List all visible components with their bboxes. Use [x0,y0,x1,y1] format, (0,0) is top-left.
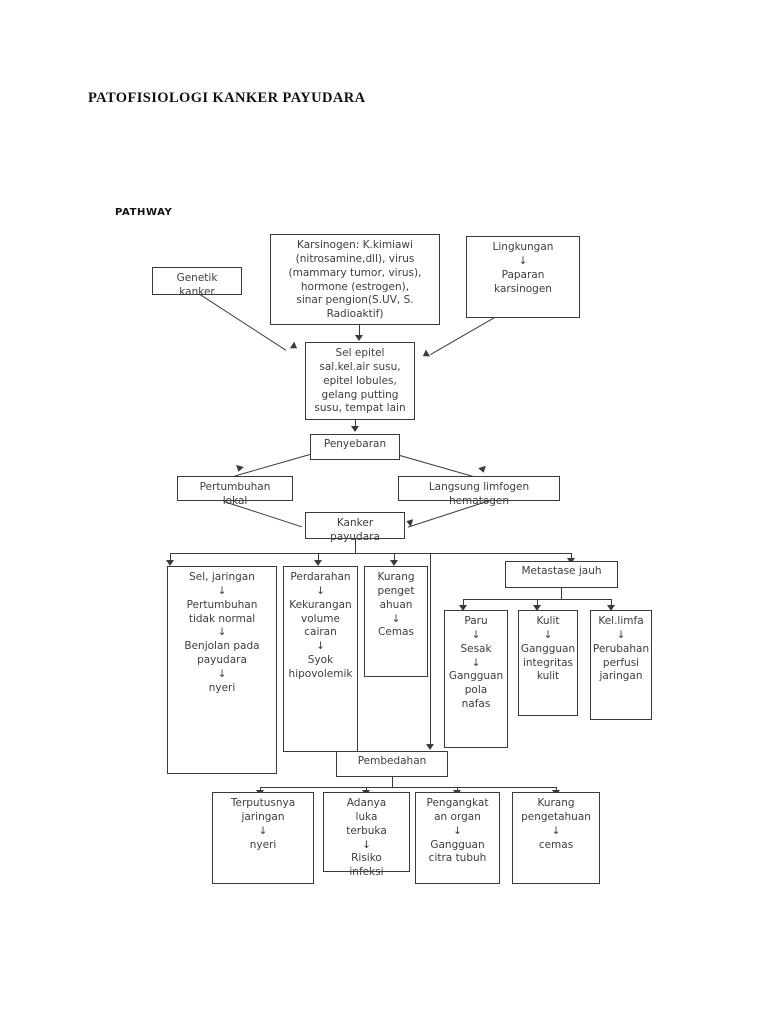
edge-branch-perdarahan [318,553,320,563]
edge-sel-epitel-to-penyebaran [355,420,357,428]
node-metastase-jauh: Metastase jauh [505,561,618,588]
node-adanya-luka-text: Adanya luka terbuka ↓ Risiko infeksi [346,797,387,879]
arrowhead-penyebaran-limfogen [478,465,488,474]
node-paru-text: Paru ↓ Sesak ↓ Gangguan pola nafas [448,615,504,711]
pathway-label: PATHWAY [115,207,173,218]
node-paru: Paru ↓ Sesak ↓ Gangguan pola nafas [444,610,508,748]
arrowhead-sel-epitel-penyebaran [351,426,359,432]
node-kurang-pengetahuan-text: Kurang penget ahuan ↓ Cemas [377,571,415,639]
node-perdarahan: Perdarahan ↓ Kekurangan volume cairan ↓ … [283,566,358,752]
node-pengangkatan-organ: Pengangkat an organ ↓ Gangguan citra tub… [415,792,500,884]
node-lingkungan: Lingkungan ↓ Paparan karsinogen [466,236,580,318]
edge-kanker-distribution-bar [170,553,572,555]
arrowhead-kurang-pengetahuan [390,560,398,566]
edge-branch-to-pembedahan [430,553,432,745]
arrowhead-lingkungan-sel-epitel [420,349,431,360]
arrowhead-sel-jaringan [166,560,174,566]
node-terputusnya-jaringan: Terputusnya jaringan ↓ nyeri [212,792,314,884]
node-sel-jaringan: Sel, jaringan ↓ Pertumbuhan tidak normal… [167,566,277,774]
node-pertumbuhan-lokal: Pertumbuhan lokal [177,476,293,507]
edge-lingkungan-to-sel-epitel [430,314,500,355]
node-kulit: Kulit ↓ Gangguan integritas kulit [518,610,578,716]
node-lingkungan-text: Lingkungan ↓ Paparan karsinogen [492,241,554,295]
arrowhead-paru [459,605,467,611]
edge-branch-kel-limfa [611,599,613,608]
node-kurang-pengetahuan-2: Kurang pengetahuan ↓ cemas [512,792,600,884]
arrowhead-genetik-sel-epitel [289,341,300,352]
edge-metastase-stem [561,588,563,599]
node-pengangkatan-organ-text: Pengangkat an organ ↓ Gangguan citra tub… [426,797,489,865]
node-kulit-text: Kulit ↓ Gangguan integritas kulit [520,615,576,683]
node-pertumbuhan-lokal-text: Pertumbuhan lokal [199,481,271,507]
edge-branch-kulit [537,599,539,608]
node-sel-epitel: Sel epitel sal.kel.air susu, epitel lobu… [305,342,415,420]
edge-karsinogen-to-sel-epitel [359,325,361,336]
node-sel-epitel-text: Sel epitel sal.kel.air susu, epitel lobu… [314,347,406,415]
arrowhead-kel-limfa [607,605,615,611]
node-langsung-limfogen-text: Langsung limfogen hematogen [428,481,530,507]
edge-branch-paru [463,599,465,608]
node-penyebaran-text: Penyebaran [323,438,387,450]
edge-penyebaran-to-pertumbuhan [234,453,310,477]
node-genetik: Genetik kanker [152,267,242,298]
node-kurang-pengetahuan-2-text: Kurang pengetahuan ↓ cemas [521,797,591,851]
arrowhead-perdarahan [314,560,322,566]
node-terputusnya-jaringan-text: Terputusnya jaringan ↓ nyeri [230,797,296,851]
node-kurang-pengetahuan: Kurang penget ahuan ↓ Cemas [364,566,428,677]
node-pembedahan: Pembedahan [336,751,448,777]
node-genetik-text: Genetik kanker [176,272,218,298]
node-metastase-jauh-text: Metastase jauh [521,565,602,577]
page-title: PATOFISIOLOGI KANKER PAYUDARA [88,90,366,106]
node-kel-limfa-text: Kel.limfa ↓ Perubahan perfusi jaringan [592,615,650,683]
arrowhead-kulit [533,605,541,611]
edge-pembedahan-stem [392,777,394,787]
edge-branch-kurang-pengetahuan [394,553,396,563]
node-penyebaran: Penyebaran [310,434,400,460]
node-langsung-limfogen: Langsung limfogen hematogen [398,476,560,507]
node-kel-limfa: Kel.limfa ↓ Perubahan perfusi jaringan [590,610,652,720]
node-karsinogen: Karsinogen: K.kimiawi (nitrosamine,dll),… [270,234,440,325]
node-kanker-payudara-text: Kanker payudara [330,517,380,543]
edge-pembedahan-distribution-bar [260,787,556,789]
arrowhead-pembedahan [426,744,434,750]
arrowhead-karsinogen-sel-epitel [355,335,363,341]
edge-penyebaran-to-limfogen [399,455,477,479]
node-sel-jaringan-text: Sel, jaringan ↓ Pertumbuhan tidak normal… [184,571,260,694]
node-pembedahan-text: Pembedahan [357,755,427,767]
node-kanker-payudara: Kanker payudara [305,512,405,543]
node-karsinogen-text: Karsinogen: K.kimiawi (nitrosamine,dll),… [288,239,422,321]
edge-branch-sel-jaringan [170,553,172,563]
edge-kanker-stem [355,539,357,553]
node-perdarahan-text: Perdarahan ↓ Kekurangan volume cairan ↓ … [288,571,353,681]
node-adanya-luka: Adanya luka terbuka ↓ Risiko infeksi [323,792,410,878]
arrowhead-penyebaran-pertumbuhan [234,464,244,473]
